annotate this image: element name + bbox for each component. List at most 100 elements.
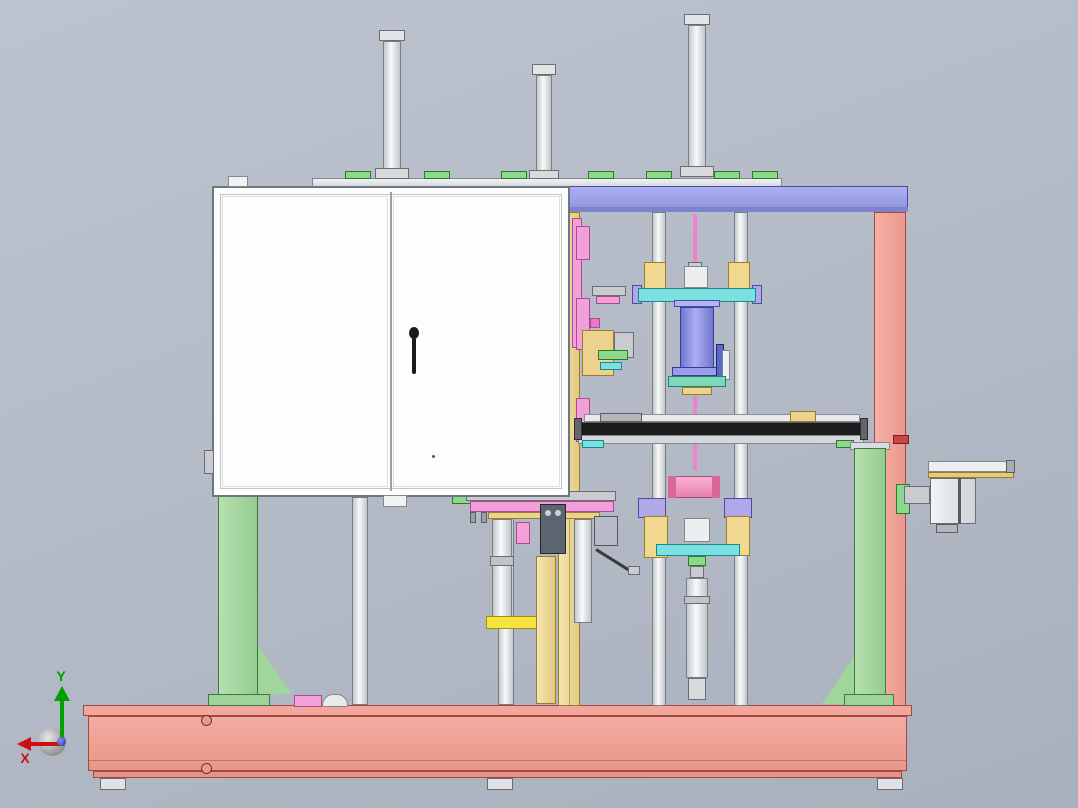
gripper-plate-green [598, 350, 628, 360]
leveling-foot-left[interactable] [100, 778, 126, 790]
tooling-dark-block[interactable] [540, 504, 566, 554]
cabinet-bottom-tab [383, 495, 407, 507]
left-column-foot [208, 694, 270, 706]
guide-post-right-2[interactable] [734, 212, 748, 706]
rail-tan-block[interactable] [790, 411, 816, 422]
lower-press-cylinder[interactable] [686, 578, 708, 678]
lower-press-lav-plate-right [724, 498, 752, 518]
dark-block-bolt-2 [555, 510, 561, 516]
cabinet-top-tab [228, 176, 248, 187]
top-plate-pad-6 [714, 171, 740, 179]
tooling-column-center[interactable] [536, 556, 556, 704]
cabinet-handle-stem[interactable] [412, 338, 416, 374]
tooling-cylinder-right[interactable] [574, 519, 592, 623]
linear-rail[interactable] [580, 422, 862, 435]
lower-press-connector [690, 566, 704, 578]
lower-press-cyan-plate[interactable] [656, 544, 740, 556]
leveling-foot-center[interactable] [487, 778, 513, 790]
rail-endcap-right [860, 418, 868, 440]
press-yellow-block-left[interactable] [644, 262, 666, 290]
top-plate-pad-5 [646, 171, 672, 179]
lower-press-pink-band-right [712, 476, 720, 498]
axis-y-label: Y [56, 668, 66, 684]
cabinet-door-mark [432, 455, 435, 458]
base-hole-upper [201, 715, 212, 726]
press-cylinder-purple[interactable] [680, 307, 714, 369]
extension-foot [936, 524, 958, 533]
press-teal-plate [668, 376, 726, 387]
rail-top-plate [584, 414, 860, 422]
axis-z-dot [57, 737, 66, 746]
rail-mount-red [893, 435, 909, 444]
extension-tan-strip [928, 472, 1014, 478]
rail-cyan-fitting [582, 440, 604, 448]
cabinet-door-split [390, 192, 392, 491]
lower-press-lav-plate-left [638, 498, 666, 518]
guide-post-right-1[interactable] [652, 212, 666, 706]
tooling-side-plate [592, 286, 626, 296]
gripper-plate-cyan [600, 362, 622, 370]
press-cylinder-top-flange [674, 300, 720, 307]
lower-press-green-pad [688, 556, 706, 566]
tooling-side-plate-pink [596, 296, 620, 304]
top-plate-pad-2 [424, 171, 450, 179]
air-cylinder-3-body[interactable] [688, 25, 706, 167]
tooling-pink-fitting-1 [576, 226, 590, 260]
air-cylinder-2-flange [529, 170, 559, 179]
leveling-foot-right[interactable] [877, 778, 903, 790]
cabinet-handle-knob[interactable] [409, 327, 419, 339]
tooling-bolt-1 [470, 512, 476, 523]
cabinet-left-door[interactable] [222, 196, 388, 487]
axis-x-label: X [20, 750, 30, 766]
air-cylinder-1-flange [375, 168, 409, 179]
left-support-column[interactable] [218, 492, 258, 704]
base-hole-lower [201, 763, 212, 774]
rail-endcap-left [574, 418, 582, 440]
rail-slider-block[interactable] [600, 413, 642, 422]
tooling-pink-spacer [516, 522, 530, 544]
base-beam[interactable] [88, 716, 907, 771]
right-column-foot [844, 694, 894, 706]
extension-block-line [958, 478, 961, 524]
press-cylinder-bottom-flange [672, 367, 722, 376]
top-beam-underside [566, 207, 908, 212]
top-plate-pad-3 [501, 171, 527, 179]
air-cylinder-3-cap [684, 14, 710, 25]
rail-channel [578, 435, 864, 444]
air-cylinder-2-body[interactable] [536, 75, 552, 171]
air-cylinder-3-flange [680, 166, 714, 177]
axis-y-line [60, 700, 64, 746]
guide-post-left-1[interactable] [352, 497, 368, 705]
top-plate-pad-7 [752, 171, 778, 179]
gripper-knob [590, 318, 600, 328]
extension-block[interactable] [930, 478, 976, 524]
base-pink-box[interactable] [294, 695, 322, 707]
press-center-block [684, 266, 708, 288]
cabinet-hinge-bracket [204, 450, 214, 474]
cabinet-right-door[interactable] [393, 196, 560, 487]
left-column-gusset [258, 646, 292, 694]
base-top-flange[interactable] [83, 705, 912, 716]
tooling-cylinder-left[interactable] [492, 519, 512, 619]
press-tan-pad [682, 387, 712, 395]
lower-press-center-block [684, 518, 710, 542]
press-yellow-block-right[interactable] [728, 262, 750, 290]
top-plate-pad-4 [588, 171, 614, 179]
lower-press-pink-band-left [668, 476, 676, 498]
extension-top-plate[interactable] [928, 461, 1014, 472]
right-support-column[interactable] [854, 448, 886, 704]
tooling-cylinder-left-band [490, 556, 514, 566]
lower-press-cylinder-foot [688, 678, 706, 700]
air-cylinder-1-cap [379, 30, 405, 41]
press-white-rod [722, 350, 730, 380]
dark-block-bolt-1 [545, 510, 551, 516]
extension-mount-bracket [904, 486, 930, 504]
base-dome-cap[interactable] [322, 694, 348, 707]
top-plate-pad-1 [345, 171, 371, 179]
axis-x-line [30, 742, 62, 746]
air-cylinder-1-body[interactable] [383, 41, 401, 169]
extension-plate-endcap [1006, 460, 1015, 473]
lower-press-cylinder-band [684, 596, 710, 604]
base-edge-line [89, 760, 906, 761]
